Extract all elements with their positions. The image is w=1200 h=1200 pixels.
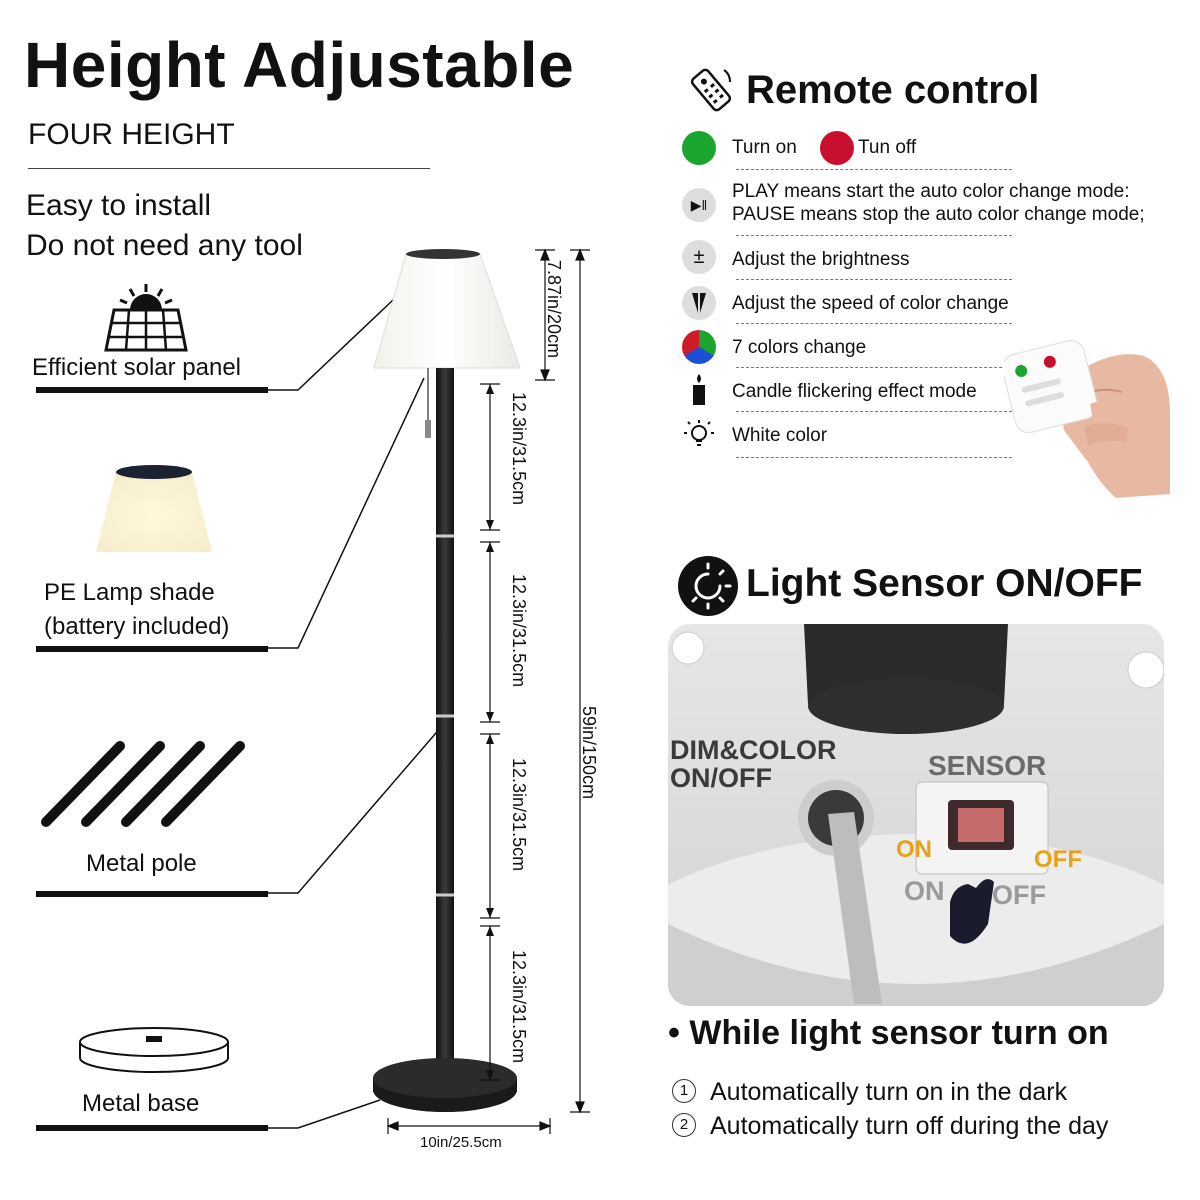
dim-color-line-1: DIM&COLOR [670, 735, 837, 765]
dim-total-height: 59in/150cm [579, 706, 599, 800]
solar-panel-icon [104, 284, 188, 352]
solar-panel-underline [36, 387, 268, 393]
install-line-2: Do not need any tool [26, 229, 303, 262]
metal-base-underline [36, 1125, 268, 1131]
dim-color-line-2: ON/OFF [670, 763, 772, 793]
candle-icon [693, 374, 705, 405]
on-embossed: ON [904, 876, 945, 906]
lamp-illustration [268, 248, 590, 1134]
dim-segment-4: 12.3in/31.5cm [509, 950, 529, 1064]
color-wheel-icon [682, 330, 716, 364]
play-line-2: PAUSE means stop the auto color change m… [732, 204, 1145, 225]
row-divider [736, 279, 1012, 280]
on-label: ON [896, 836, 932, 863]
off-label: OFF [1034, 846, 1082, 873]
sensor-photo: DIM&COLOR ON/OFF SENSOR ON OFF ON OFF [668, 624, 1164, 1006]
row-divider [736, 457, 1012, 458]
white-label: White color [732, 425, 828, 446]
plus-minus-icon: ± [682, 240, 716, 274]
speed-label: Adjust the speed of color change [732, 293, 1009, 314]
remote-title: Remote control [746, 68, 1040, 112]
dim-segment-2: 12.3in/31.5cm [509, 574, 529, 688]
step-1-text: Automatically turn on in the dark [710, 1078, 1068, 1106]
row-divider [736, 367, 1012, 368]
remote-icon [690, 68, 732, 112]
bullet-while-sensor-on: • While light sensor turn on [668, 1014, 1109, 1053]
candle-label: Candle flickering effect mode [732, 381, 977, 402]
off-embossed: OFF [992, 880, 1046, 910]
light-sensor-icon [678, 556, 738, 616]
dim-base-width: 10in/25.5cm [420, 1134, 502, 1151]
bullet-dot: • [668, 1014, 690, 1052]
metal-pole-underline [36, 891, 268, 897]
hand-remote-image [1004, 340, 1170, 498]
step-1: 1 Automatically turn on in the dark [672, 1078, 1067, 1107]
light-sensor-title: Light Sensor ON/OFF [746, 562, 1143, 605]
colors-label: 7 colors change [732, 337, 867, 358]
lamp-shade-underline [36, 646, 268, 652]
speed-icon [682, 286, 716, 320]
page-title: Height Adjustable [24, 29, 575, 101]
subtitle-four-height: FOUR HEIGHT [28, 118, 235, 151]
dim-shade-height: 7.87in/20cm [544, 260, 564, 359]
bulb-icon [684, 420, 714, 446]
sensor-label: SENSOR [928, 750, 1047, 781]
brightness-label: Adjust the brightness [732, 249, 910, 270]
step-1-number: 1 [672, 1079, 696, 1104]
step-2-text: Automatically turn off during the day [710, 1112, 1109, 1140]
lamp-shade-label-1: PE Lamp shade [44, 579, 215, 606]
metal-base-label: Metal base [82, 1090, 200, 1117]
lamp-shade-label: PE Lamp shade (battery included) [44, 576, 229, 644]
turn-on-dot [682, 131, 716, 165]
solar-panel-label: Efficient solar panel [32, 354, 242, 381]
step-2: 2 Automatically turn off during the day [672, 1112, 1108, 1141]
play-pause-icon: ▶‖ [682, 188, 716, 222]
install-text: Easy to install Do not need any tool [26, 186, 303, 266]
lamp-shade-icon [96, 465, 212, 552]
row-divider [736, 169, 1012, 170]
turn-on-label: Turn on [732, 137, 797, 158]
step-2-number: 2 [672, 1113, 696, 1138]
row-divider [736, 411, 1012, 412]
dim-color-label: DIM&COLOR ON/OFF [670, 736, 836, 792]
sensor-photo-drawing [668, 624, 1164, 1006]
row-divider [736, 235, 1012, 236]
turn-off-dot [820, 131, 854, 165]
dim-segment-3: 12.3in/31.5cm [509, 758, 529, 872]
metal-base-icon [79, 1027, 229, 1073]
play-line-1: PLAY means start the auto color change m… [732, 181, 1130, 202]
row-divider [736, 323, 1012, 324]
dim-segment-1: 12.3in/31.5cm [509, 392, 529, 506]
metal-pole-icon [41, 741, 245, 827]
install-line-1: Easy to install [26, 189, 212, 222]
bullet-text: While light sensor turn on [689, 1014, 1109, 1052]
metal-pole-label: Metal pole [86, 850, 197, 877]
subtitle-divider [28, 168, 430, 169]
turn-off-label: Tun off [858, 137, 917, 158]
lamp-shade-label-2: (battery included) [44, 613, 230, 640]
